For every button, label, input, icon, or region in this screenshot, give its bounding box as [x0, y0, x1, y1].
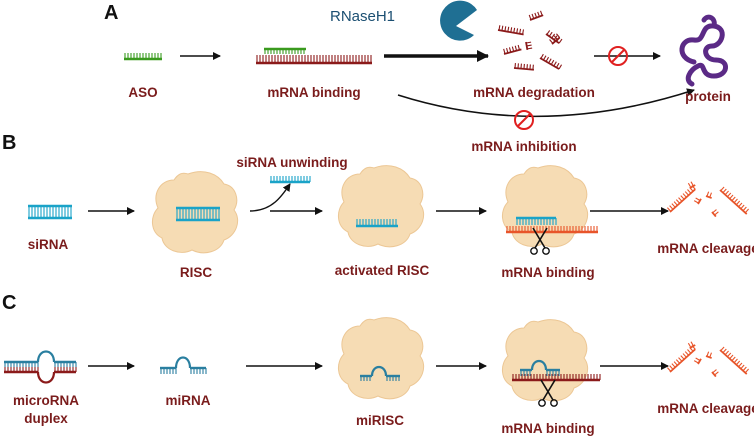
- sirna-duplex: [28, 204, 72, 220]
- aso-bound-strand: [264, 47, 306, 54]
- passenger-strand: [270, 176, 311, 184]
- rnaseh1-enzyme-icon: [440, 0, 477, 41]
- label-rnaseh1: RNaseH1: [330, 8, 396, 25]
- inhibit-icon: [608, 46, 628, 66]
- panel-c-diagram: [4, 317, 750, 408]
- label-risc: RISC: [179, 265, 213, 280]
- label-mrna-binding-b: mRNA binding: [501, 265, 595, 280]
- mirna-in-mirisc: [360, 365, 400, 381]
- panel-b-diagram: [28, 165, 750, 255]
- bound-mirna: [520, 359, 560, 376]
- label-mirisc: miRISC: [355, 413, 405, 428]
- sirna-in-risc: [176, 206, 220, 222]
- label-sirna: siRNA: [27, 237, 69, 252]
- label-mrna-cleavage-c: mRNA cleavage: [657, 401, 754, 416]
- mirisc-mrna-complex: [501, 319, 589, 402]
- label-aso: ASO: [128, 85, 158, 100]
- panel-a-diagram: [124, 0, 728, 130]
- mrna-fragments: [497, 10, 563, 71]
- label-mrna-cleavage-b: mRNA cleavage: [657, 241, 754, 256]
- bound-guide-strand: [516, 216, 557, 225]
- label-mirna: miRNA: [165, 393, 211, 408]
- label-mrna-binding-c: mRNA binding: [501, 421, 595, 436]
- guide-strand: [356, 219, 398, 228]
- label-mrna-degradation: mRNA degradation: [473, 85, 595, 100]
- cleaved-mrna: [666, 181, 750, 218]
- mrna-strand: [256, 55, 372, 65]
- risc-mrna-complex: [501, 165, 589, 248]
- aso-strand: [124, 53, 162, 61]
- arrow-mrna-inhibition: [397, 88, 695, 117]
- panel-label-b: B: [2, 132, 17, 154]
- cleaved-mrna-c: [666, 341, 750, 378]
- microrna-duplex: [4, 350, 77, 384]
- arrow-unwinding: [249, 183, 291, 212]
- label-microrna: microRNA: [12, 393, 80, 408]
- target-mrna-c: [512, 374, 601, 382]
- protein-icon: [679, 14, 728, 87]
- mirisc-complex: [337, 317, 425, 400]
- mirna-strand: [160, 356, 207, 374]
- panel-label-c: C: [2, 292, 17, 314]
- label-duplex: duplex: [24, 411, 68, 426]
- label-activated-risc: activated RISC: [334, 263, 430, 278]
- label-sirna-unwinding: siRNA unwinding: [236, 155, 348, 170]
- panel-label-a: A: [104, 2, 119, 24]
- label-mrna-binding-a: mRNA binding: [267, 85, 361, 100]
- activated-risc-complex: [337, 165, 425, 248]
- label-mrna-inhibition: mRNA inhibition: [471, 139, 577, 154]
- inhibit-icon: [514, 110, 534, 130]
- label-protein: protein: [685, 89, 731, 104]
